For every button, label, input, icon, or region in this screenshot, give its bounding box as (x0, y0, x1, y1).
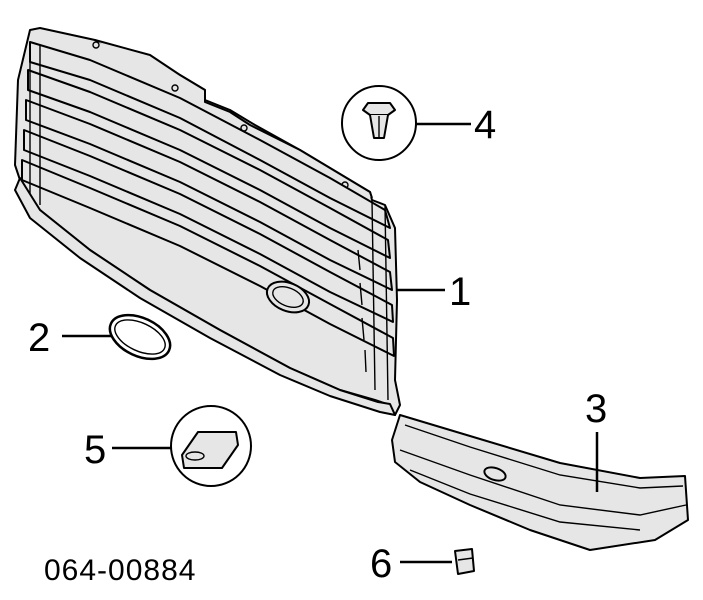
callout-1: 1 (449, 270, 471, 314)
callout-4: 4 (474, 103, 496, 147)
lower-molding (391, 414, 689, 551)
callout-3: 3 (585, 387, 607, 431)
callout-6: 6 (370, 542, 392, 586)
grille (14, 27, 401, 416)
push-nut (341, 85, 417, 161)
callout-5: 5 (84, 428, 106, 472)
callout-2: 2 (28, 316, 50, 360)
diagram-code: 064-00884 (44, 554, 196, 587)
clip (454, 548, 475, 575)
emblem-ring (108, 313, 172, 361)
retainer (170, 405, 252, 487)
